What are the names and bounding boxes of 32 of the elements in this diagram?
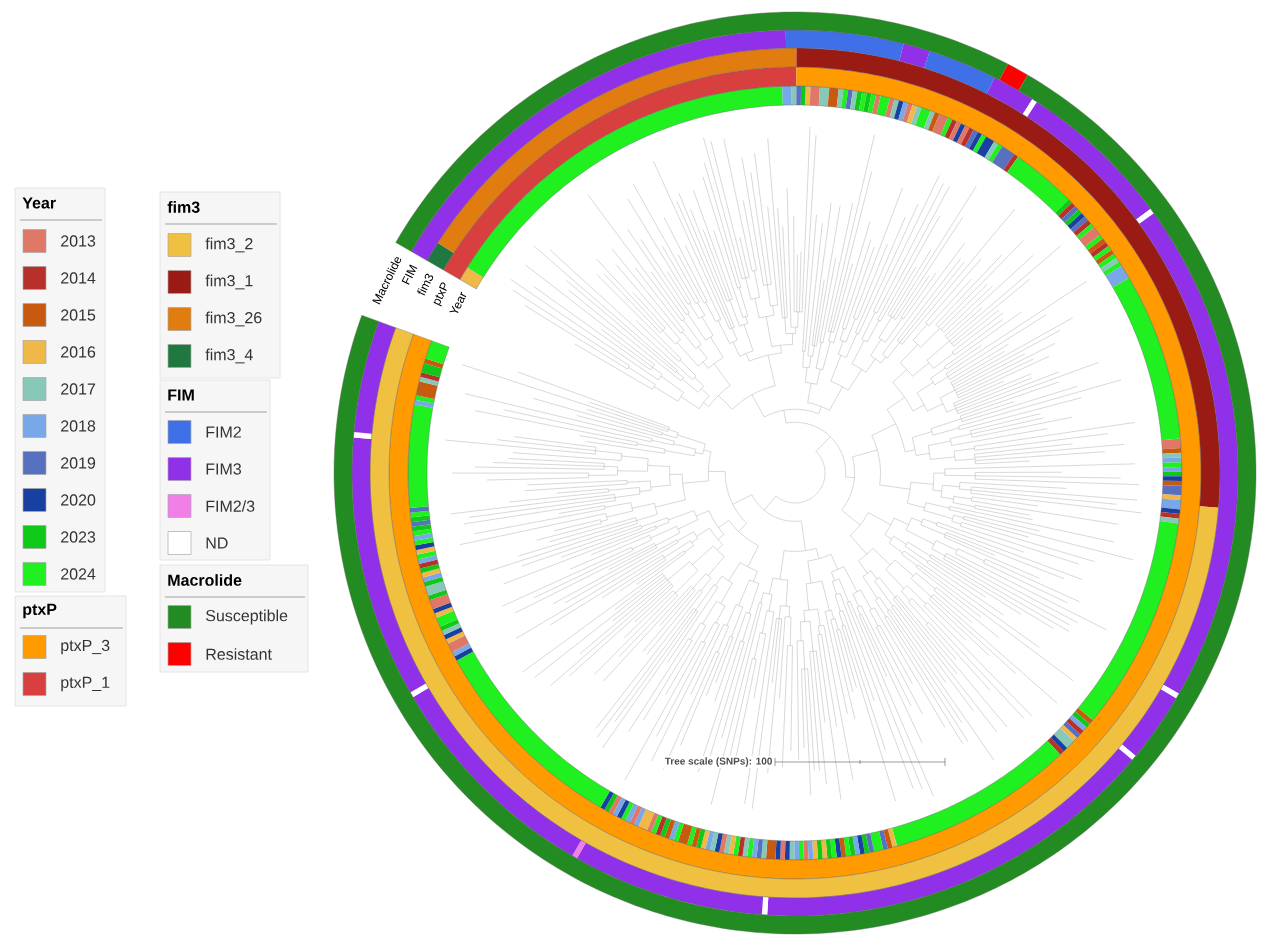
- legend-label: FIM3: [206, 463, 241, 475]
- legend-label: Resistant: [206, 648, 272, 660]
- legend-label: 2014: [61, 272, 96, 284]
- ring-label: fim3: [417, 273, 434, 296]
- legend-title: fim3: [167, 201, 200, 213]
- scale-label: Tree scale (SNPs): 100: [663, 756, 774, 768]
- ring-label: Year: [449, 291, 467, 314]
- legend-label: ND: [206, 537, 228, 549]
- legend-label: FIM2/3: [206, 500, 255, 512]
- legend-label: Susceptible: [206, 609, 288, 625]
- ring-label: ptxP: [433, 282, 447, 307]
- legend-title: Year: [22, 197, 56, 209]
- legend-label: 2019: [61, 457, 96, 469]
- legend-label: ptxP_3: [61, 639, 110, 655]
- legend-title: FIM: [168, 389, 194, 401]
- legend-label: 2013: [61, 235, 96, 247]
- legend-label: 2023: [61, 531, 96, 543]
- legend-label: ptxP_1: [61, 676, 110, 692]
- legend-label: 2015: [61, 309, 96, 321]
- legend-title: ptxP: [23, 603, 57, 619]
- legend-label: 2017: [61, 383, 96, 395]
- legend-label: 2018: [61, 420, 96, 432]
- legend-label: fim3_1: [205, 274, 253, 290]
- legend-title: Macrolide: [168, 574, 242, 586]
- legend-label: fim3_26: [205, 311, 262, 327]
- legend-label: 2024: [61, 568, 96, 580]
- legend-label: fim3_4: [205, 348, 253, 364]
- legend-label: 2016: [61, 346, 96, 358]
- ring-label: FIM: [401, 264, 418, 285]
- legend-label: FIM2: [206, 426, 241, 438]
- legend-label: fim3_2: [205, 237, 253, 253]
- legend-label: 2020: [61, 494, 96, 506]
